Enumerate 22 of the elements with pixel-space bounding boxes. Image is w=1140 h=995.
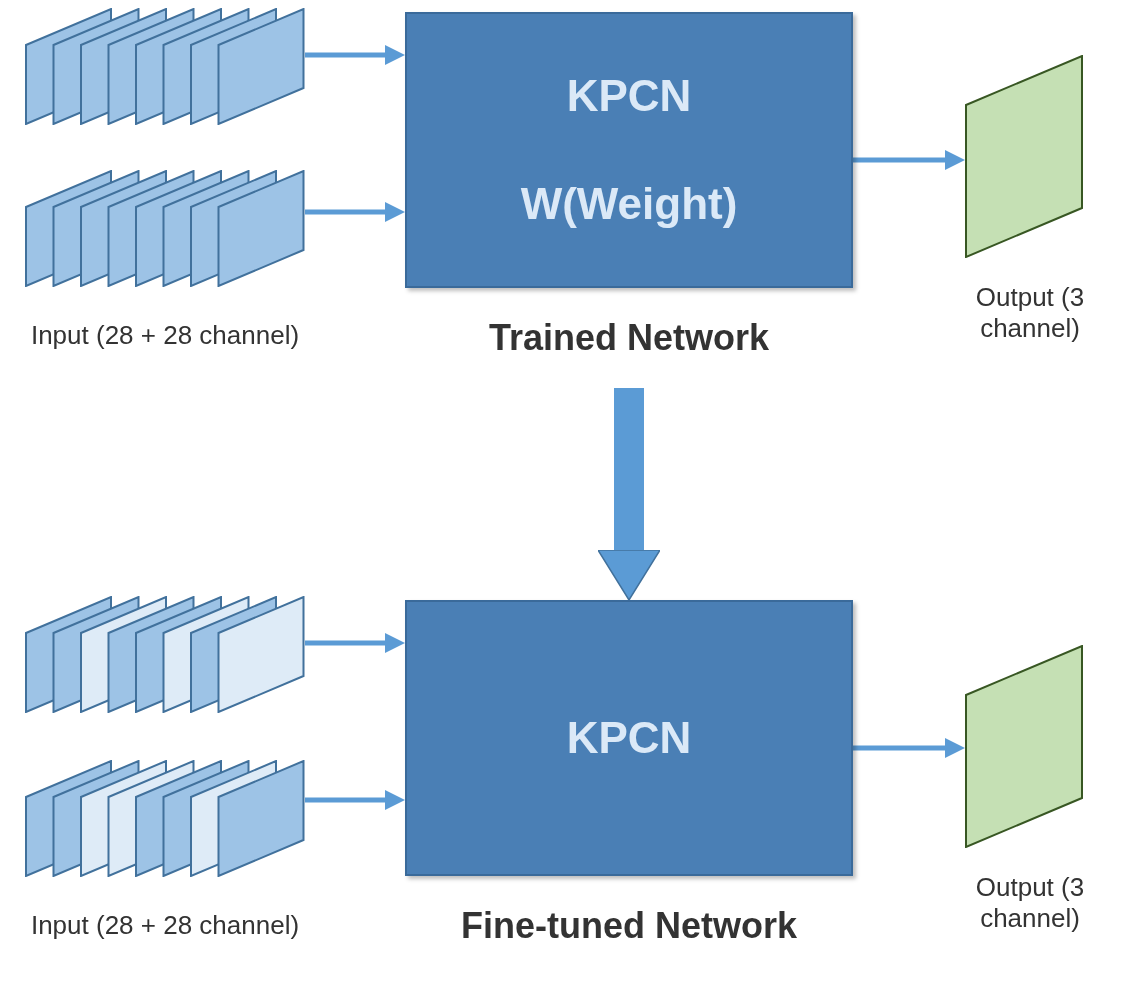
arrow [305, 790, 405, 810]
network-caption: Fine-tuned Network [460, 904, 798, 948]
output-caption: Output (3 channel) [974, 872, 1086, 934]
network-text: KPCN [566, 71, 692, 122]
network-text: KPCN [566, 713, 692, 763]
network-caption: Trained Network [487, 316, 771, 360]
arrow [853, 150, 965, 170]
output-plane [965, 645, 1083, 848]
image-stack-drawing [25, 760, 305, 877]
arrow [305, 45, 405, 65]
image-stack-drawing [25, 170, 305, 287]
output-caption: Output (3 channel) [974, 282, 1086, 344]
input-caption: Input (28 + 28 channel) [29, 320, 301, 351]
arrow [305, 202, 405, 222]
image-stack-drawing [25, 8, 305, 125]
network-text: W(Weight) [520, 178, 738, 229]
arrow [305, 633, 405, 653]
output-plane [965, 55, 1083, 258]
arrow [853, 738, 965, 758]
image-stack-drawing [25, 596, 305, 713]
arrow [597, 388, 661, 601]
input-caption: Input (28 + 28 channel) [29, 910, 301, 941]
